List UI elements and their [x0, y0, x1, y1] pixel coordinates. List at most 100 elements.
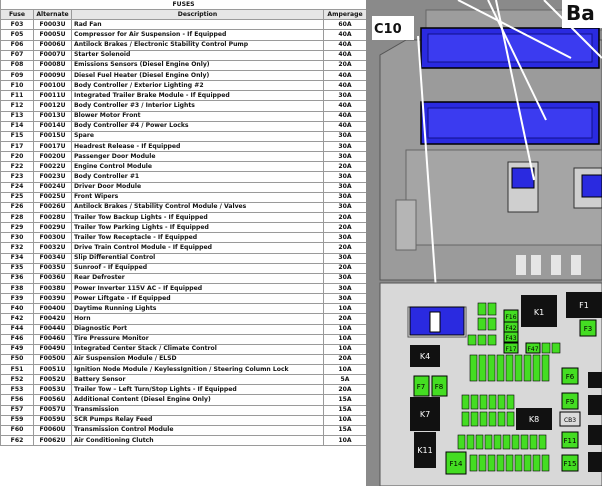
cell-description: Driver Door Module: [71, 181, 324, 193]
cell-description: Diesel Fuel Heater (Diesel Engine Only): [71, 69, 324, 82]
cell-alternate: F0049U: [33, 343, 72, 355]
label-f17: F17: [505, 346, 516, 353]
cell-amperage: 30A: [323, 191, 367, 203]
cell-fuse: F08: [0, 59, 34, 71]
cell-fuse: F38: [0, 282, 34, 295]
cell-alternate: F0034U: [33, 252, 72, 264]
connector-label-c10: C10: [374, 22, 402, 37]
cell-alternate: F0025U: [33, 191, 72, 203]
cell-fuse: F03: [0, 19, 34, 31]
cell-alternate: F0052U: [33, 374, 72, 386]
relay-f1: [566, 292, 602, 318]
cell-description: Daytime Running Lights: [71, 303, 324, 315]
cell-alternate: F0005U: [33, 29, 72, 41]
cell-alternate: F0024U: [33, 181, 72, 193]
fuse-box-diagram: Ba C10 K1 F1 K4 K7 K8 K11 F3 F6 F7 F8 F9…: [366, 0, 602, 486]
label-f1: F1: [579, 301, 589, 310]
cell-description: Trailer Tow – Left Turn/Stop Lights - If…: [71, 384, 324, 396]
cell-amperage: 20A: [323, 262, 367, 274]
cell-fuse: F56: [0, 394, 34, 406]
cell-amperage: 30A: [323, 130, 367, 142]
cell-amperage: 20A: [323, 211, 367, 224]
cell-alternate: F0057U: [33, 404, 72, 416]
cell-amperage: 15A: [323, 394, 367, 406]
cell-fuse: F46: [0, 333, 34, 345]
cell-alternate: F0056U: [33, 394, 72, 406]
cell-fuse: F39: [0, 293, 34, 305]
label-cb3: CB3: [564, 417, 576, 424]
cell-description: Passenger Door Module: [71, 151, 324, 163]
cell-alternate: F0046U: [33, 333, 72, 345]
housing-vent-2: [531, 255, 541, 275]
relay-edge-2: [588, 395, 602, 415]
cell-alternate: F0020U: [33, 151, 72, 163]
fuse-f11: [561, 431, 579, 449]
cell-amperage: 20A: [323, 59, 367, 71]
label-f14: F14: [450, 460, 463, 468]
cell-fuse: F52: [0, 374, 34, 386]
cell-alternate: F0039U: [33, 293, 72, 305]
mini-fuse-group: [457, 302, 561, 472]
cell-fuse: F10: [0, 80, 34, 92]
table-title: FUSES: [0, 0, 367, 11]
cell-amperage: 40A: [323, 49, 367, 61]
cell-fuse: F62: [0, 435, 34, 447]
label-f3: F3: [584, 325, 592, 333]
cell-alternate: F0011U: [33, 90, 72, 102]
cell-fuse: F59: [0, 414, 34, 426]
cell-alternate: F0060U: [33, 424, 72, 437]
housing-vent-1: [516, 255, 526, 275]
cell-amperage: 20A: [323, 242, 367, 254]
label-f11: F11: [564, 437, 577, 445]
label-f9: F9: [566, 398, 574, 406]
cell-alternate: F0009U: [33, 69, 72, 82]
cell-amperage: 30A: [323, 181, 367, 193]
cell-fuse: F25: [0, 191, 34, 203]
cell-fuse: F23: [0, 171, 34, 183]
connector-blue-small: [511, 167, 535, 189]
relay-k11: [414, 432, 436, 468]
cell-fuse: F32: [0, 242, 34, 254]
cell-description: Spare: [71, 130, 324, 142]
label-f6: F6: [566, 373, 575, 381]
connector-blue-right: [581, 174, 602, 198]
label-f42: F42: [505, 325, 516, 332]
col-header-amperage: Amperage: [323, 9, 367, 21]
cell-fuse: F49: [0, 343, 34, 355]
label-f15: F15: [564, 460, 577, 468]
cell-description: Compressor for Air Suspension - If Equip…: [71, 29, 324, 41]
fuse-box-illustration: Ba C10 K1 F1 K4 K7 K8 K11 F3 F6 F7 F8 F9…: [366, 0, 602, 486]
fuse-f43: [503, 331, 519, 343]
cell-fuse: F44: [0, 323, 34, 335]
cell-description: Air Suspension Module / ELSD: [71, 353, 324, 366]
table-header-row: Fuse Alternate Description Amperage: [0, 9, 367, 21]
cell-fuse: F26: [0, 201, 34, 213]
cell-fuse: F28: [0, 211, 34, 224]
fuse-f6: [561, 367, 579, 385]
cell-amperage: 10A: [323, 333, 367, 345]
cell-alternate: F0035U: [33, 262, 72, 274]
cell-description: Antilock Brakes / Electronic Stability C…: [71, 39, 324, 51]
cell-description: Air Conditioning Clutch: [71, 435, 324, 447]
relay-k1: [521, 295, 557, 327]
cell-alternate: F0050U: [33, 353, 72, 366]
label-k4: K4: [420, 352, 430, 361]
cell-amperage: 40A: [323, 69, 367, 82]
leader-line-3: [495, 0, 535, 181]
cell-description: Drive Train Control Module - If Equipped: [71, 242, 324, 254]
cell-amperage: 20A: [323, 313, 367, 325]
